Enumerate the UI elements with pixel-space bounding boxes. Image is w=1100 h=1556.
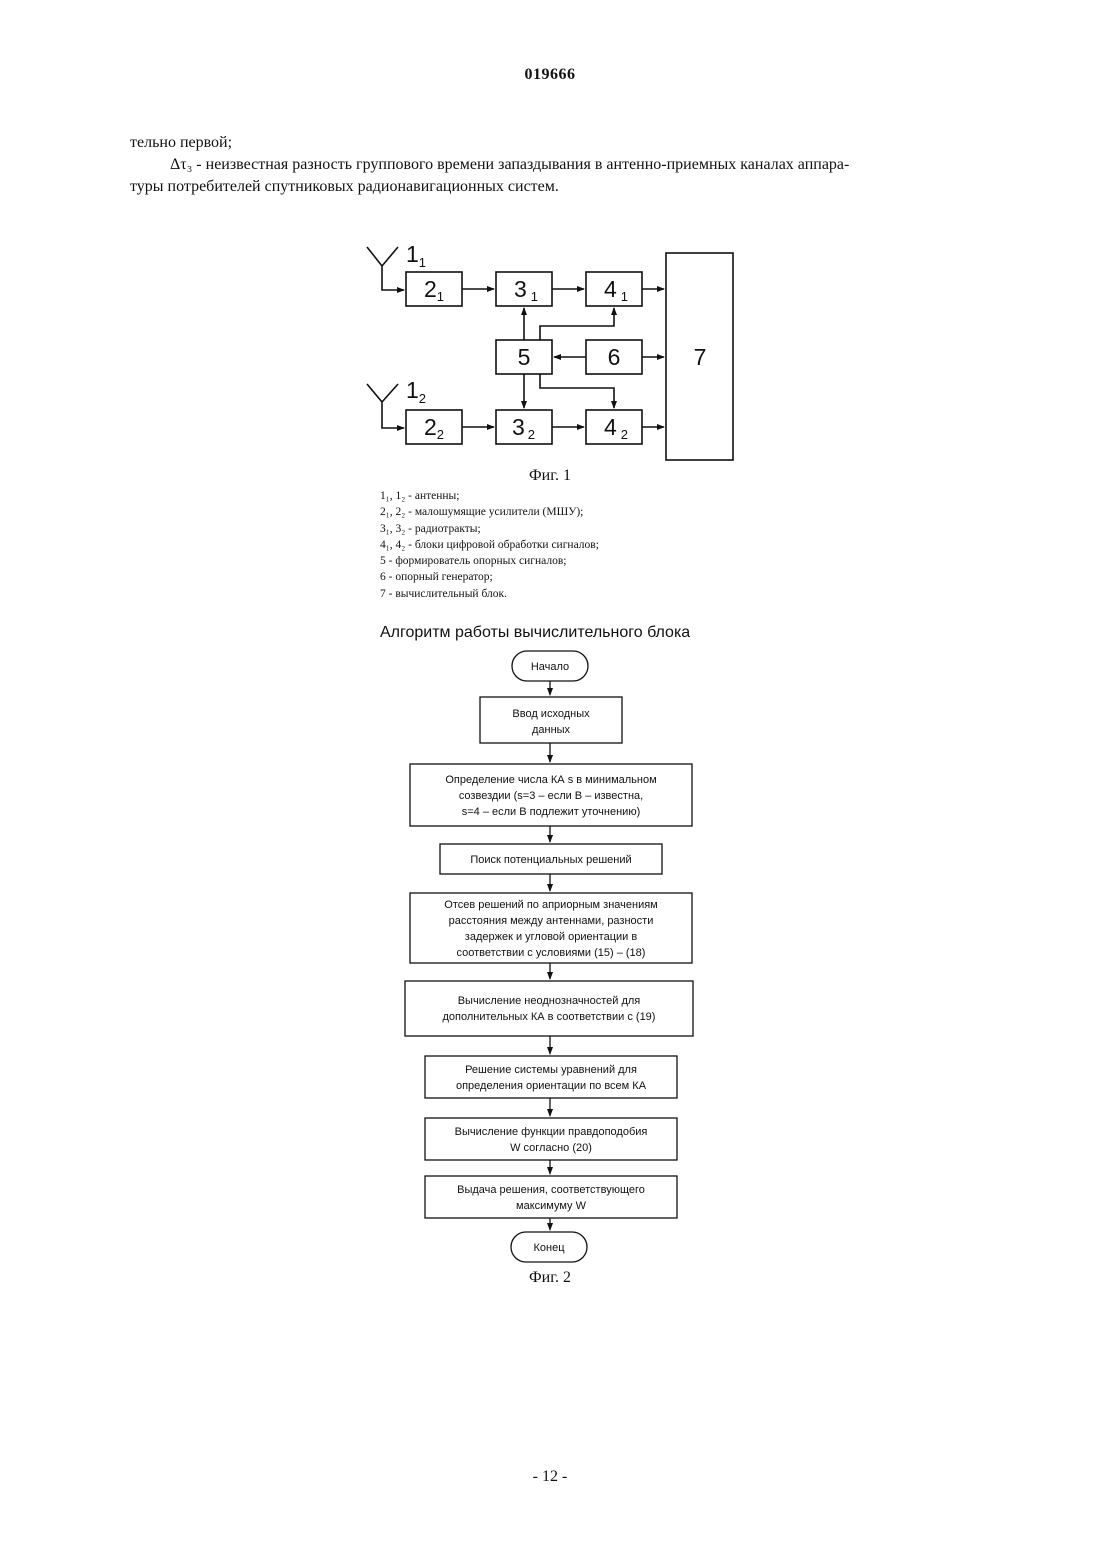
flow-step-5	[405, 981, 693, 1036]
legend-item: 4₁, 4₂ - блоки цифровой обработки сигнал…	[380, 537, 599, 553]
label-block-2-2: 22	[424, 414, 444, 442]
algorithm-title: Алгоритм работы вычислительного блока	[380, 624, 690, 642]
antenna-1-symbol	[367, 247, 404, 290]
label-block-3-1: 31	[514, 276, 538, 304]
legend-item: 1₁, 1₂ - антенны;	[380, 488, 599, 504]
label-block-7: 7	[694, 344, 707, 370]
flow-start-label: Начало	[531, 661, 569, 673]
text-line-1: тельно первой;	[130, 132, 970, 154]
flow-step-2-line: s=4 – если B подлежит уточнению)	[462, 806, 641, 818]
legend-item: 3₁, 3₂ - радиотракты;	[380, 521, 599, 537]
label-block-2-1: 21	[424, 276, 444, 304]
block-diagram-fig1: 11 12 21 31 41 22 32 42 5 6 7	[355, 240, 745, 465]
figure-1-legend: 1₁, 1₂ - антенны; 2₁, 2₂ - малошумящие у…	[380, 488, 599, 602]
document-number: 019666	[0, 66, 1100, 84]
flow-step-4-line: соответствии с условиями (15) – (18)	[457, 947, 646, 959]
flow-step-4-line: расстояния между антеннами, разности	[449, 915, 654, 927]
label-block-4-1: 41	[604, 276, 628, 304]
label-antenna-2: 12	[406, 377, 426, 406]
flow-step-8-line: максимуму W	[516, 1200, 587, 1212]
flowchart-fig2: Начало Ввод исходных данных Определение …	[380, 645, 720, 1270]
antenna-2-symbol	[367, 384, 404, 428]
text-paragraph-2: Δτ₃ - неизвестная разность группового вр…	[130, 154, 970, 198]
flow-step-5-line: дополнительных КА в соответствии с (19)	[443, 1011, 656, 1023]
flow-step-4-line: Отсев решений по априорным значениям	[444, 899, 657, 911]
flow-step-1	[480, 697, 622, 743]
paragraph-2-tail: туры потребителей спутниковых радионавиг…	[130, 176, 970, 198]
flow-step-3-line: Поиск потенциальных решений	[470, 854, 631, 866]
legend-item: 7 - вычислительный блок.	[380, 586, 599, 602]
flow-step-1-line: данных	[532, 724, 571, 736]
label-block-3-2: 32	[512, 414, 535, 442]
page-number: - 12 -	[0, 1468, 1100, 1486]
flow-step-1-line: Ввод исходных	[512, 708, 590, 720]
flow-step-2-line: Определение числа КА s в минимальном	[445, 774, 656, 786]
legend-item: 2₁, 2₂ - малошумящие усилители (МШУ);	[380, 504, 599, 520]
flow-step-7-line: Вычисление функции правдоподобия	[455, 1126, 648, 1138]
flow-step-4-line: задержек и угловой ориентации в	[465, 931, 638, 943]
flow-step-7-line: W согласно (20)	[510, 1142, 592, 1154]
flow-step-6-line: определения ориентации по всем КА	[456, 1080, 647, 1092]
label-block-4-2: 42	[604, 414, 628, 442]
flow-end-label: Конец	[533, 1242, 565, 1254]
figure-2-caption: Фиг. 2	[0, 1269, 1100, 1287]
flow-step-2-line: созвездии (s=3 – если B – известна,	[459, 790, 643, 802]
label-block-5: 5	[518, 344, 531, 370]
label-block-6: 6	[608, 344, 621, 370]
paragraph-2-main: Δτ₃ - неизвестная разность группового вр…	[170, 156, 849, 173]
flow-step-6-line: Решение системы уравнений для	[465, 1064, 637, 1076]
flow-step-5-line: Вычисление неоднозначностей для	[458, 995, 641, 1007]
legend-item: 6 - опорный генератор;	[380, 569, 599, 585]
flow-step-8-line: Выдача решения, соответствующего	[457, 1184, 645, 1196]
figure-1-caption: Фиг. 1	[0, 467, 1100, 485]
label-antenna-1: 11	[406, 241, 426, 270]
legend-item: 5 - формирователь опорных сигналов;	[380, 553, 599, 569]
